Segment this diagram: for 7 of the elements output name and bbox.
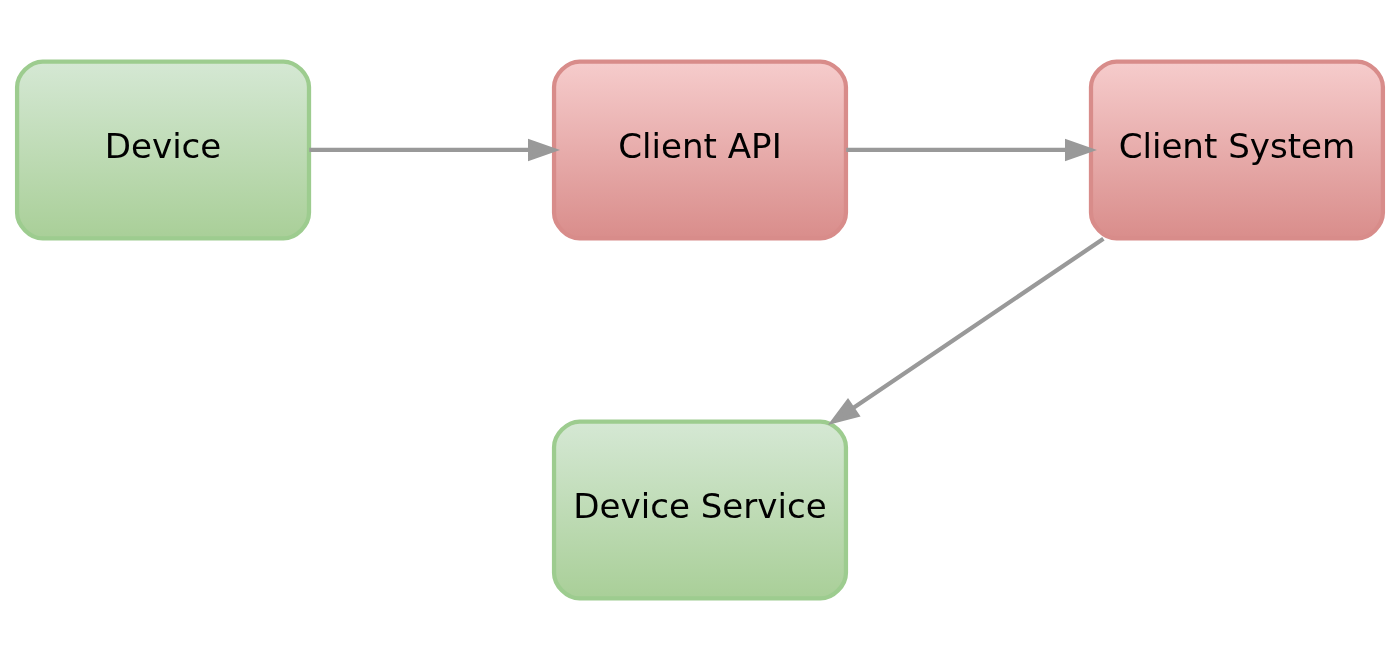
node-box: Client API	[551, 59, 849, 241]
arrow	[846, 138, 1097, 162]
node-box: Device Service	[551, 419, 849, 601]
node-box: Client System	[1088, 59, 1386, 241]
arrow	[827, 237, 1105, 426]
arrow	[309, 138, 561, 162]
node-box: Device	[14, 59, 312, 241]
